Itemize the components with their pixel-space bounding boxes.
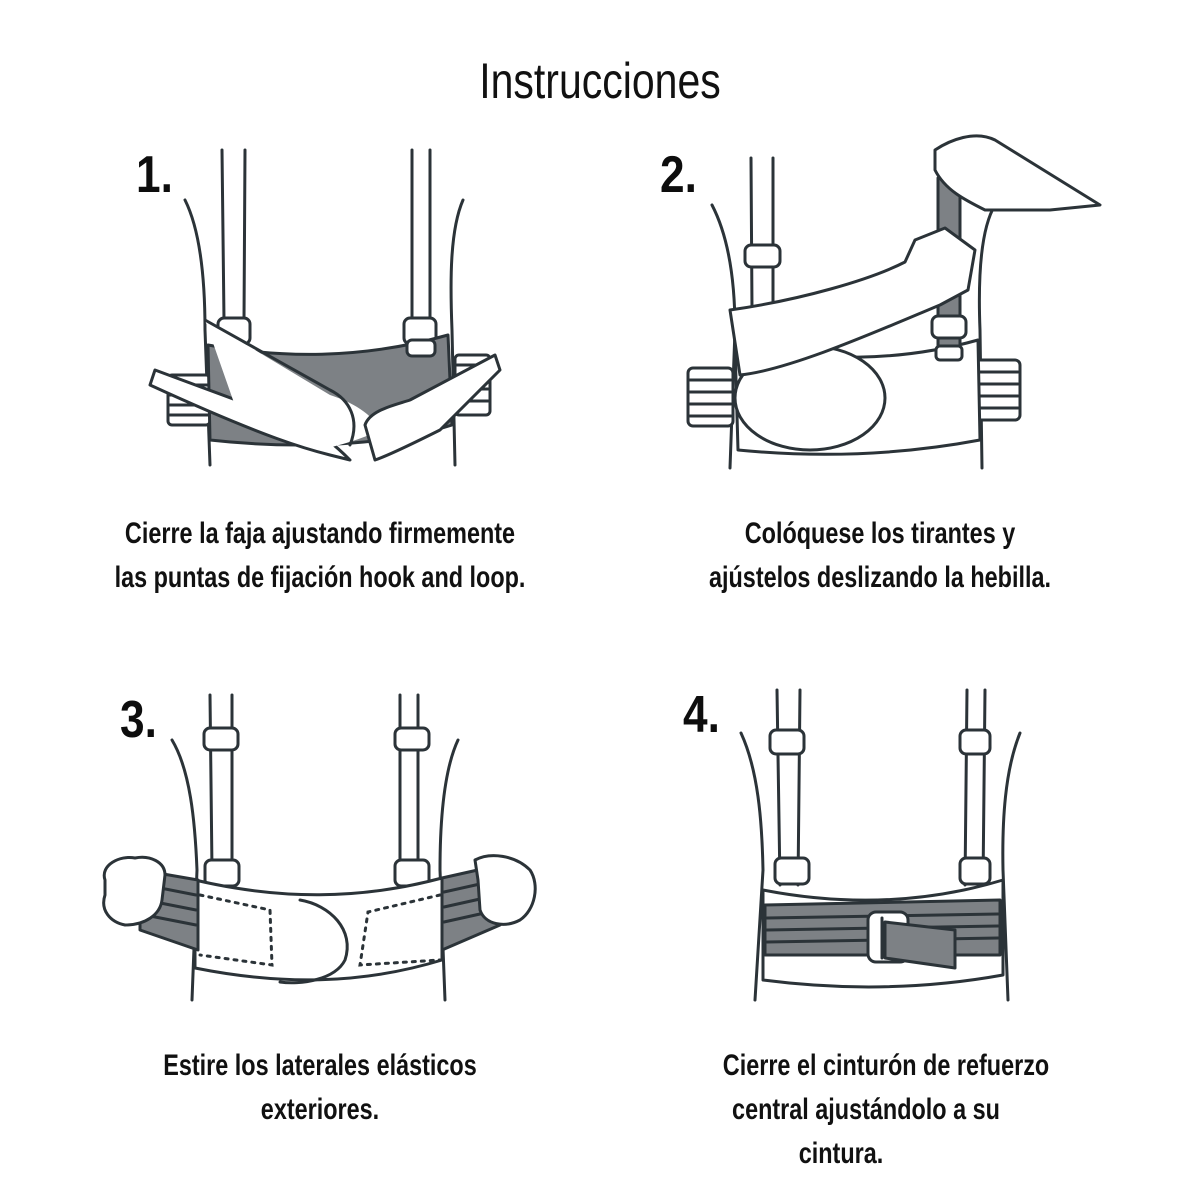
step-3-caption: Estire los laterales elásticos exteriore… (40, 1044, 600, 1132)
step-2-caption-line-1: Colóquese los tirantes y (744, 517, 1016, 550)
hands-adjusting-suspender-illustration (686, 134, 1102, 470)
step-4-caption-line-2: central ajustándolo a su (732, 1093, 1000, 1126)
step-2-caption-line-2: ajústelos deslizando la hebilla. (708, 561, 1052, 594)
step-2-caption: Colóquese los tirantes y ajústelos desli… (600, 512, 1160, 600)
step-1-caption-line-2: las puntas de fijación hook and loop. (114, 561, 526, 594)
step-2-number: 2. (660, 146, 697, 204)
belt-closed-with-central-strap-illustration (739, 688, 1022, 1002)
step-3-number: 3. (120, 691, 157, 749)
page-title: Instrucciones (479, 53, 721, 109)
step-4-number: 4. (683, 686, 720, 744)
hands-closing-belt-illustration (148, 148, 502, 467)
step-1-caption-line-1: Cierre la faja ajustando firmemente (124, 517, 516, 550)
step-4-caption-line-1: Cierre el cinturón de refuerzo (722, 1049, 1050, 1082)
step-3-caption-line-1: Estire los laterales elásticos (163, 1049, 477, 1082)
step-1-caption: Cierre la faja ajustando firmemente las … (40, 512, 600, 600)
step-4-caption: Cierre el cinturón de refuerzo central a… (596, 1044, 1176, 1176)
step-1-number: 1. (136, 146, 173, 204)
step-4-caption-line-3: cintura. (798, 1137, 884, 1170)
hands-stretching-elastic-sides-illustration (102, 693, 537, 1002)
step-3-caption-line-2: exteriores. (260, 1093, 380, 1126)
